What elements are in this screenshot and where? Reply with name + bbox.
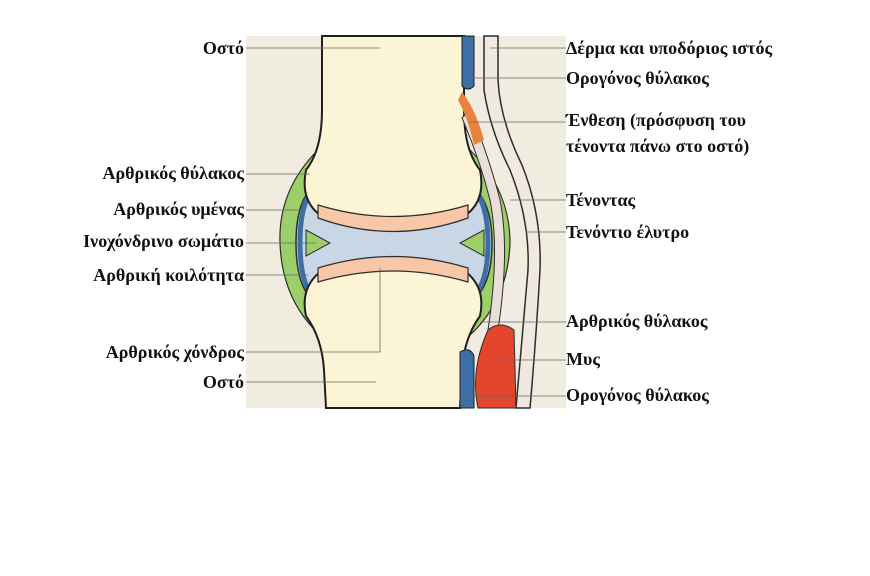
label-joint-capsule: Αρθρικός θύλακος — [102, 163, 244, 183]
label-bursa-top: Ορογόνος θύλακος — [566, 68, 709, 88]
label-skin: Δέρμα και υποδόριος ιστός — [566, 38, 773, 58]
bone-top-shape — [303, 35, 483, 225]
label-bone-bottom: Οστό — [202, 372, 244, 392]
bursa-bottom-shape — [459, 349, 475, 409]
label-bursa-bottom: Ορογόνος θύλακος — [566, 385, 709, 405]
leader-lines-left — [246, 47, 381, 383]
label-enthesis-line1: Ένθεση (πρόσφυση του — [566, 110, 747, 130]
label-bone-top: Οστό — [202, 38, 244, 58]
label-fibrocartilage: Ινοχόνδρινο σωμάτιο — [83, 231, 244, 251]
label-tendon: Τένοντας — [566, 190, 636, 210]
cartilage-bottom-shape — [317, 255, 469, 283]
label-joint-capsule-right: Αρθρικός θύλακος — [566, 311, 708, 331]
muscle-shape — [475, 324, 517, 409]
label-articular-cartilage: Αρθρικός χόνδρος — [105, 342, 244, 362]
fibrocartilage-right-shape — [458, 229, 485, 257]
bursa-top-shape — [461, 35, 475, 90]
skin-shape — [483, 35, 541, 409]
label-enthesis-line2: τένοντα πάνω στο οστό) — [566, 136, 750, 156]
label-muscle: Μυς — [566, 349, 600, 369]
enthesis-shape — [458, 92, 484, 145]
label-tendon-sheath: Τενόντιο έλυτρο — [566, 222, 690, 242]
cartilage-top-shape — [317, 204, 469, 233]
label-synovial-membrane: Αρθρικός υμένας — [113, 199, 244, 219]
leader-articular-cartilage — [246, 268, 381, 353]
bone-bottom-shape — [303, 262, 483, 409]
leader-lines-right — [464, 47, 566, 397]
label-joint-cavity: Αρθρική κοιλότητα — [93, 265, 244, 285]
